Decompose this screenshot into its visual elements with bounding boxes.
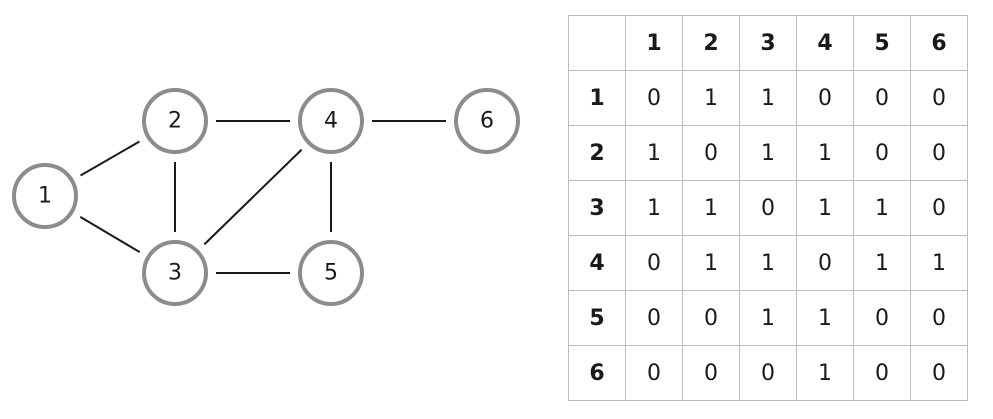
matrix-cell: 0 xyxy=(910,345,968,401)
matrix-cell: 1 xyxy=(910,235,968,291)
matrix-corner-cell xyxy=(568,15,626,71)
matrix-row: 6 0 0 0 1 0 0 xyxy=(568,345,968,401)
graph-node-circle xyxy=(142,88,208,154)
matrix-cell: 0 xyxy=(625,70,683,126)
graph-node-5: 5 xyxy=(298,240,364,306)
matrix-cell: 0 xyxy=(682,345,740,401)
graph-node-3: 3 xyxy=(142,240,208,306)
matrix-col-header: 6 xyxy=(910,15,968,71)
matrix-cell: 0 xyxy=(853,290,911,346)
matrix-cell: 0 xyxy=(625,290,683,346)
matrix-row-header: 6 xyxy=(568,345,626,401)
matrix-cell: 1 xyxy=(739,290,797,346)
matrix-cell: 0 xyxy=(910,180,968,236)
graph-node-1: 1 xyxy=(12,163,78,229)
matrix-row: 1 0 1 1 0 0 0 xyxy=(568,70,968,126)
matrix-row: 3 1 1 0 1 1 0 xyxy=(568,180,968,236)
matrix-cell: 0 xyxy=(682,290,740,346)
matrix-cell: 1 xyxy=(796,345,854,401)
matrix-row-header: 2 xyxy=(568,125,626,181)
matrix-row: 2 1 0 1 1 0 0 xyxy=(568,125,968,181)
matrix-row: 5 0 0 1 1 0 0 xyxy=(568,290,968,346)
graph-node-label: 4 xyxy=(324,109,338,134)
matrix-cell: 0 xyxy=(910,70,968,126)
graph-node-label: 2 xyxy=(168,109,182,134)
graph-node-4: 4 xyxy=(298,88,364,154)
graph-edge-1-3 xyxy=(79,216,141,253)
matrix-cell: 0 xyxy=(853,125,911,181)
adjacency-matrix: 1 2 3 4 5 6 1 0 1 1 0 0 0 2 1 0 1 1 0 0 … xyxy=(568,15,968,401)
graph-node-circle xyxy=(142,240,208,306)
matrix-cell: 1 xyxy=(739,235,797,291)
matrix-row-header: 1 xyxy=(568,70,626,126)
matrix-cell: 0 xyxy=(910,125,968,181)
matrix-row: 4 0 1 1 0 1 1 xyxy=(568,235,968,291)
graph-node-2: 2 xyxy=(142,88,208,154)
graph-edge-1-2 xyxy=(80,140,140,177)
matrix-col-header: 1 xyxy=(625,15,683,71)
matrix-cell: 0 xyxy=(796,235,854,291)
matrix-header-row: 1 2 3 4 5 6 xyxy=(568,15,968,71)
matrix-cell: 1 xyxy=(682,70,740,126)
graph-node-6: 6 xyxy=(454,88,520,154)
nodes-layer: 1 2 3 4 5 6 xyxy=(12,88,520,306)
matrix-cell: 1 xyxy=(853,235,911,291)
graph-node-circle xyxy=(454,88,520,154)
matrix-cell: 0 xyxy=(796,70,854,126)
matrix-cell: 0 xyxy=(910,290,968,346)
matrix-col-header: 2 xyxy=(682,15,740,71)
graph-node-circle xyxy=(12,163,78,229)
matrix-cell: 0 xyxy=(853,70,911,126)
graph-node-circle xyxy=(298,240,364,306)
matrix-cell: 1 xyxy=(625,180,683,236)
matrix-cell: 0 xyxy=(739,180,797,236)
matrix-col-header: 5 xyxy=(853,15,911,71)
matrix-cell: 1 xyxy=(796,125,854,181)
matrix-cell: 0 xyxy=(853,345,911,401)
matrix-row-header: 4 xyxy=(568,235,626,291)
graph-node-circle xyxy=(298,88,364,154)
graph-node-label: 1 xyxy=(38,184,52,209)
graph-node-label: 6 xyxy=(480,109,494,134)
matrix-cell: 0 xyxy=(625,345,683,401)
matrix-col-header: 3 xyxy=(739,15,797,71)
matrix-row-header: 3 xyxy=(568,180,626,236)
edges-layer xyxy=(79,120,446,274)
graph-edge-3-4 xyxy=(203,148,303,246)
matrix-cell: 1 xyxy=(853,180,911,236)
matrix-cell: 1 xyxy=(739,70,797,126)
matrix-cell: 0 xyxy=(682,125,740,181)
graph-node-label: 5 xyxy=(324,261,338,286)
matrix-col-header: 4 xyxy=(796,15,854,71)
graph-node-label: 3 xyxy=(168,261,182,286)
matrix-cell: 1 xyxy=(682,180,740,236)
graph-diagram: 1 2 3 4 5 6 xyxy=(12,88,520,306)
matrix-cell: 1 xyxy=(625,125,683,181)
matrix-cell: 1 xyxy=(682,235,740,291)
matrix-cell: 0 xyxy=(739,345,797,401)
matrix-row-header: 5 xyxy=(568,290,626,346)
matrix-cell: 1 xyxy=(739,125,797,181)
matrix-cell: 0 xyxy=(625,235,683,291)
matrix-cell: 1 xyxy=(796,180,854,236)
matrix-cell: 1 xyxy=(796,290,854,346)
